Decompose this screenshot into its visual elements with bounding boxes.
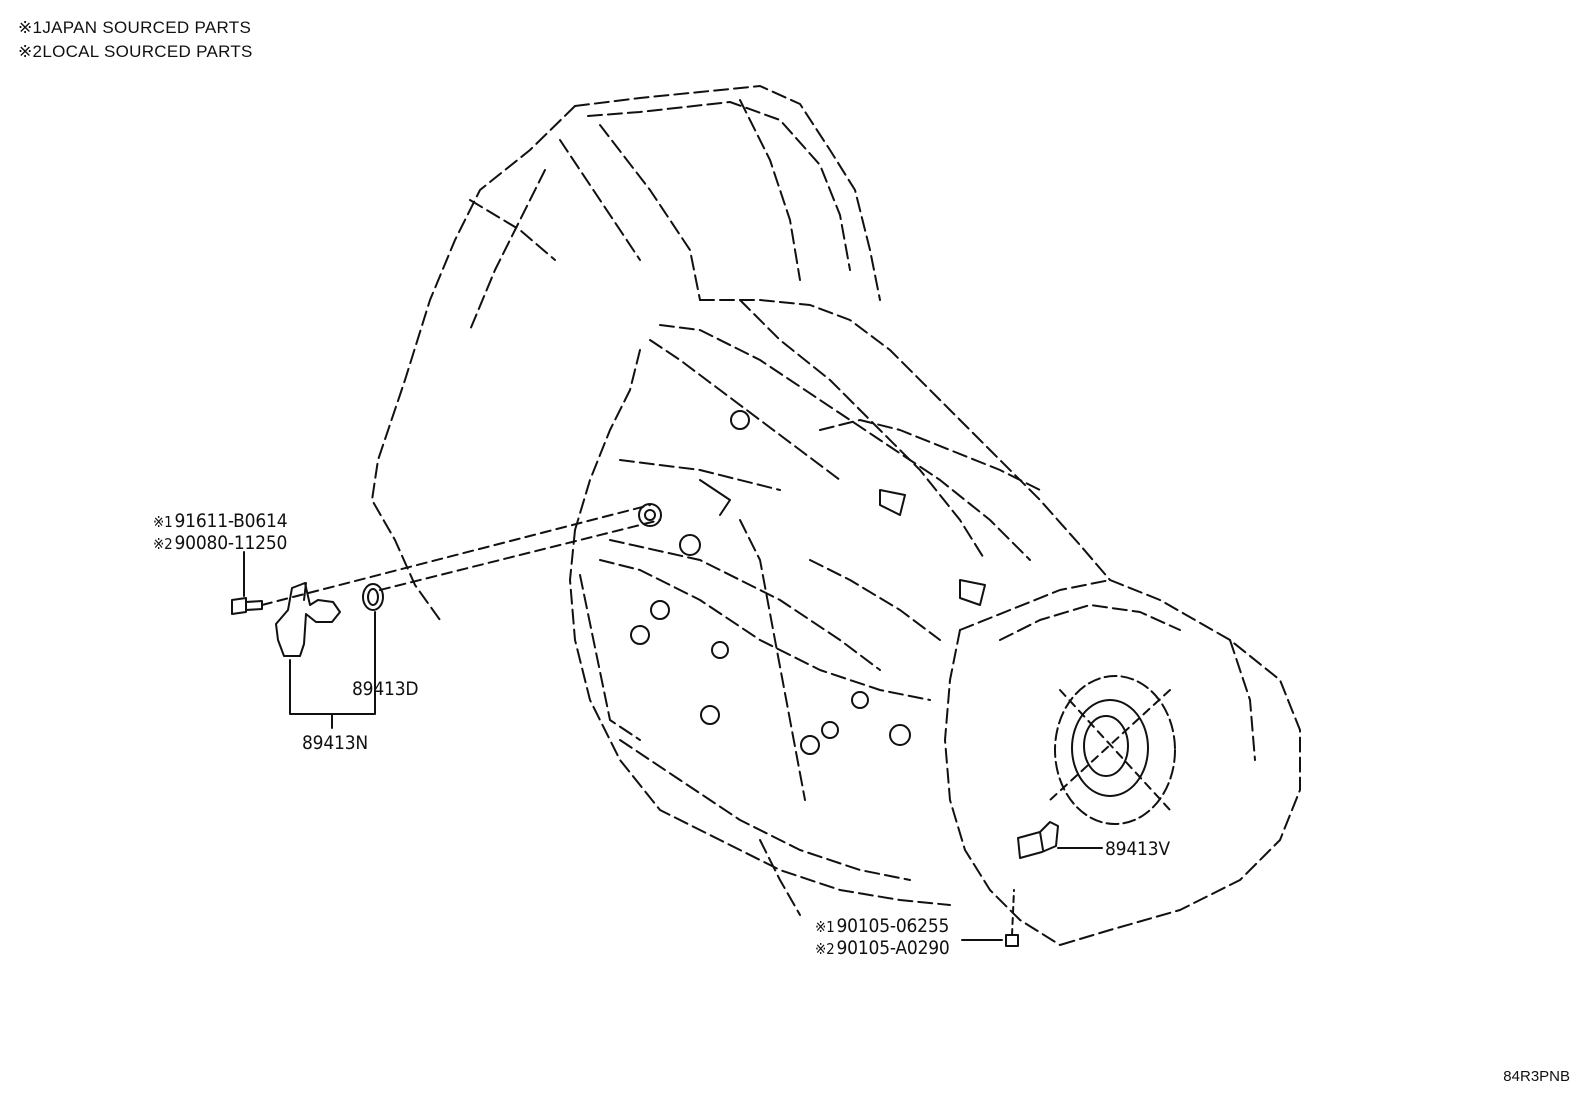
note-mark: ※1 <box>153 513 173 531</box>
legend-mark: ※2 <box>18 42 43 61</box>
part-number: 90105-06255 <box>836 915 950 937</box>
part-number: 91611-B0614 <box>174 510 288 532</box>
note-mark: ※1 <box>815 918 835 936</box>
note-mark: ※2 <box>815 940 835 958</box>
legend-text: JAPAN SOURCED PARTS <box>42 18 252 37</box>
note-mark: ※2 <box>153 535 173 553</box>
part-number: 90080-11250 <box>174 532 288 554</box>
diagram-code: 84R3PNB <box>1503 1068 1570 1085</box>
legend-japan-sourced: ※1JAPAN SOURCED PARTS <box>18 16 253 40</box>
legend-text: LOCAL SOURCED PARTS <box>42 42 253 61</box>
legend: ※1JAPAN SOURCED PARTS ※2LOCAL SOURCED PA… <box>18 16 253 64</box>
callout-sensor-right: 89413V <box>1105 838 1170 860</box>
part-number: 90105-A0290 <box>836 937 950 959</box>
legend-mark: ※1 <box>18 18 43 37</box>
legend-local-sourced: ※2LOCAL SOURCED PARTS <box>18 40 253 64</box>
callout-oring: 89413D <box>352 678 419 700</box>
callout-sensor-assembly: 89413N <box>302 732 368 754</box>
